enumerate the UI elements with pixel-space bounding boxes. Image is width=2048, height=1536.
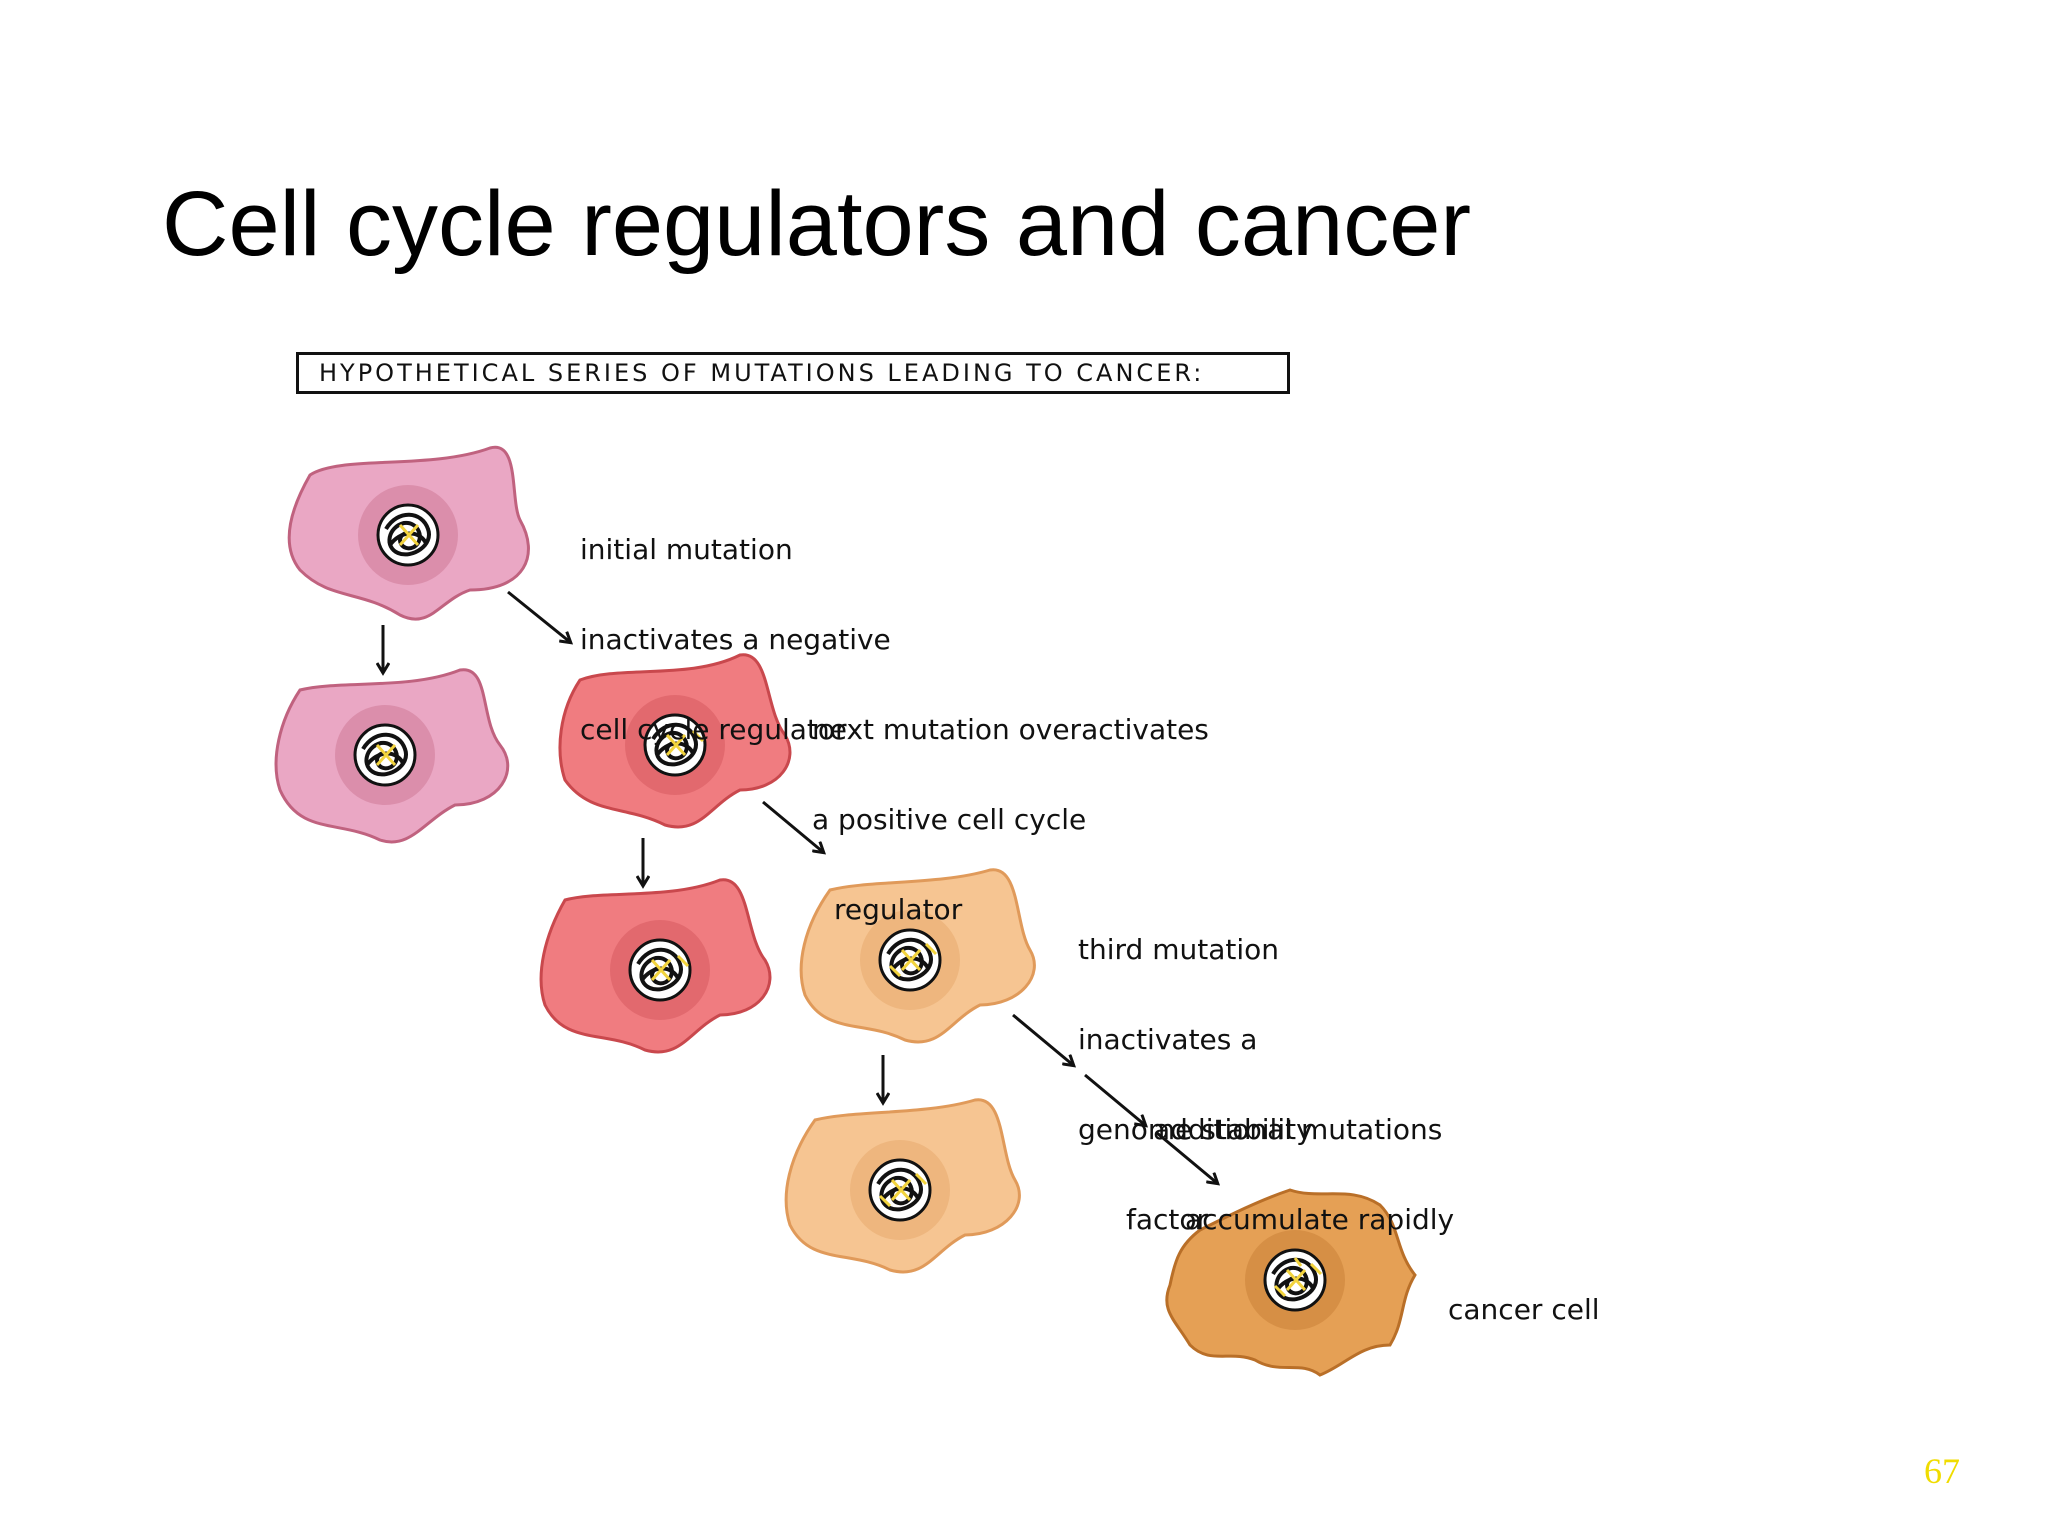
label-third-mutation: third mutation inactivates a genome stab… — [1078, 933, 1313, 1236]
diagram-header: HYPOTHETICAL SERIES OF MUTATIONS LEADING… — [296, 352, 1290, 394]
cell-stage2-bottom — [539, 878, 772, 1054]
arrow-diag-3a — [1012, 1013, 1073, 1065]
cancer-cell — [1165, 1188, 1417, 1377]
label-additional-mutations: additional mutations accumulate rapidly — [1153, 1113, 1455, 1236]
arrows — [383, 590, 1217, 1183]
cell-stage2-top — [558, 653, 792, 829]
arrow-diag-3c — [1156, 1131, 1217, 1183]
label-initial-mutation: initial mutation inactivates a negative … — [580, 533, 891, 746]
cell-stage3-bottom — [784, 1098, 1021, 1274]
cell-stage1-top — [287, 445, 530, 621]
arrow-diag-2 — [762, 800, 823, 852]
label-cancer-cell: cancer cell — [1448, 1293, 1600, 1326]
page-number: 67 — [1924, 1451, 1960, 1491]
arrow-diag-1 — [507, 590, 570, 642]
arrow-diag-3b — [1084, 1073, 1145, 1125]
label-next-mutation: next mutation overactivates a positive c… — [812, 713, 1209, 926]
cell-stage1-bottom — [274, 668, 510, 844]
cell-stage3-top — [799, 868, 1036, 1044]
slide-title: Cell cycle regulators and cancer — [162, 173, 1472, 275]
